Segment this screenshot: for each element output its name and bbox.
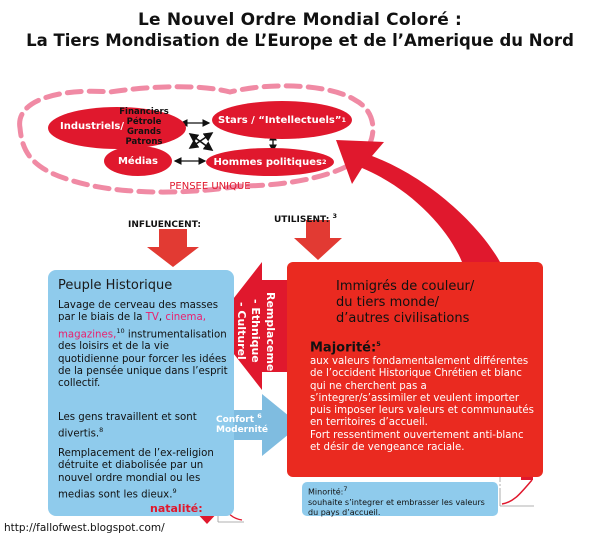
node-financiers-label: Financiers Pétrole Grands Patrons [119,107,169,147]
remplacement-label: Remplacement11 [264,292,279,394]
immigres-box [287,262,543,477]
majorite-label: Majorité:5 [310,340,381,356]
utilisent-label: UTILISENT: 3 [274,212,337,225]
peuple-paragraph-3: Remplacement de l’ex-religion détruite e… [58,448,214,501]
pensee-unique-label: PENSEE UNIQUE [169,181,251,192]
utilisent-arrow [294,220,342,260]
growth-graph [499,476,534,507]
peuple-paragraph-1: Lavage de cerveau des masses par le biai… [58,300,228,390]
peuple-heading: Peuple Historique [58,278,173,293]
node-industriels: Industriels/ [48,107,186,149]
minorite-box [302,482,498,516]
confort-label: Confort 6 [216,412,262,425]
peuple-natalite-label: natalité: [150,502,203,515]
diagram-title: Le Nouvel Ordre Mondial Coloré : [137,10,463,30]
confort-arrow [210,394,300,456]
influencent-arrow [147,229,199,267]
influencent-label: INFLUENCENT: [128,220,201,230]
pensee-unique-outline [17,83,376,195]
immigres-heading: Immigrés de couleur/ du tiers monde/ d’a… [336,279,475,326]
minorite-text: Minorité:7 souhaite s’integrer et embras… [308,485,485,517]
modernite-label: Modernité [216,425,269,435]
remplacement-ethnique: - Ethnique [249,299,262,363]
utilisent-big-arrow [336,140,500,262]
node-medias: Médias [104,146,172,176]
peuple-historique-box [48,270,234,516]
remplacement-culturel: - Culturel [235,302,248,360]
remplacement-arrow [212,262,300,390]
node-stars: Stars / “Intellectuels”1 [212,101,352,139]
majorite-text: aux valeurs fondamentalement différentes… [310,356,534,454]
footer-url[interactable]: http://fallofwest.blogspot.com/ [4,522,165,534]
diagram-subtitle: La Tiers Mondisation de L’Europe et de l… [26,31,574,50]
peuple-paragraph-2: Les gens travaillent et sont divertis.8 [58,412,197,440]
